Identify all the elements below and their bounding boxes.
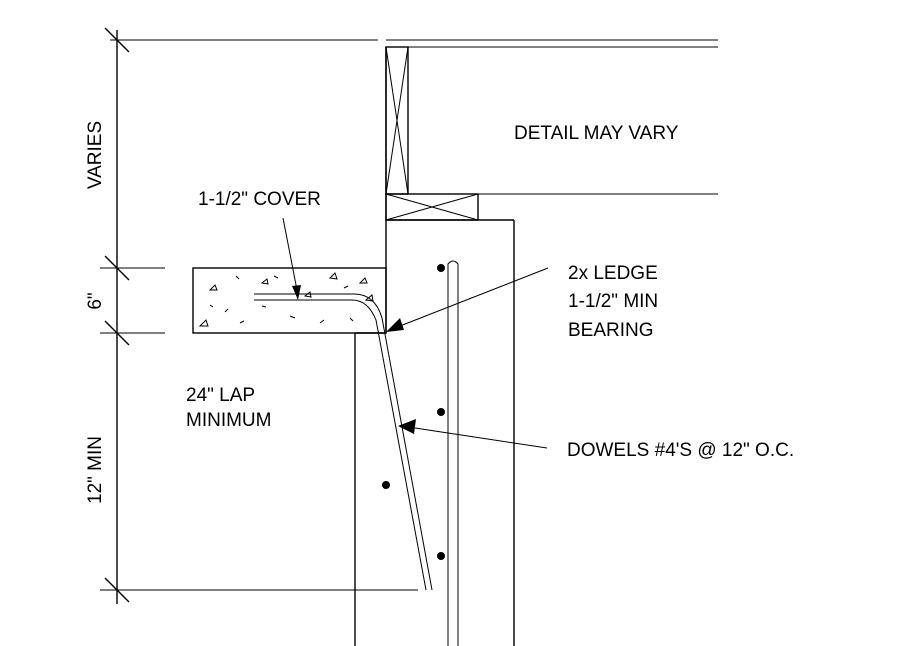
foundation-wall xyxy=(354,47,515,646)
dowels-label: DOWELS #4'S @ 12" O.C. xyxy=(567,440,794,461)
slab-rebar xyxy=(254,293,433,591)
dimension-label-12-min: 12" MIN xyxy=(85,436,106,504)
ledge-label-line2: 1-1/2" MIN xyxy=(568,291,658,312)
concrete-slab xyxy=(192,267,433,591)
rebar-dot xyxy=(437,408,445,416)
rebar-dot xyxy=(437,264,445,272)
lap-label-line1: 24" LAP xyxy=(186,385,255,406)
dimension-tick xyxy=(104,320,130,346)
leader-dowels xyxy=(398,419,548,449)
dimension-line xyxy=(100,27,418,604)
rebar-dot xyxy=(382,481,390,489)
dimension-label-slab: 6" xyxy=(85,292,106,309)
cover-label: 1-1/2" COVER xyxy=(198,189,321,210)
lap-label-line2: MINIMUM xyxy=(186,410,271,431)
dimension-label-varies: VARIES xyxy=(85,121,106,189)
leader-cover xyxy=(282,217,301,300)
dimension-tick xyxy=(104,577,130,603)
vertical-rebar xyxy=(447,260,459,646)
dimension-tick xyxy=(104,255,130,281)
dimension-tick xyxy=(104,27,130,53)
rebar-dot xyxy=(437,552,445,560)
leader-ledge xyxy=(386,267,549,332)
detail-may-vary-label: DETAIL MAY VARY xyxy=(514,123,679,144)
ledge-label-line3: BEARING xyxy=(568,320,654,341)
ledge-label-line1: 2x LEDGE xyxy=(568,263,658,284)
